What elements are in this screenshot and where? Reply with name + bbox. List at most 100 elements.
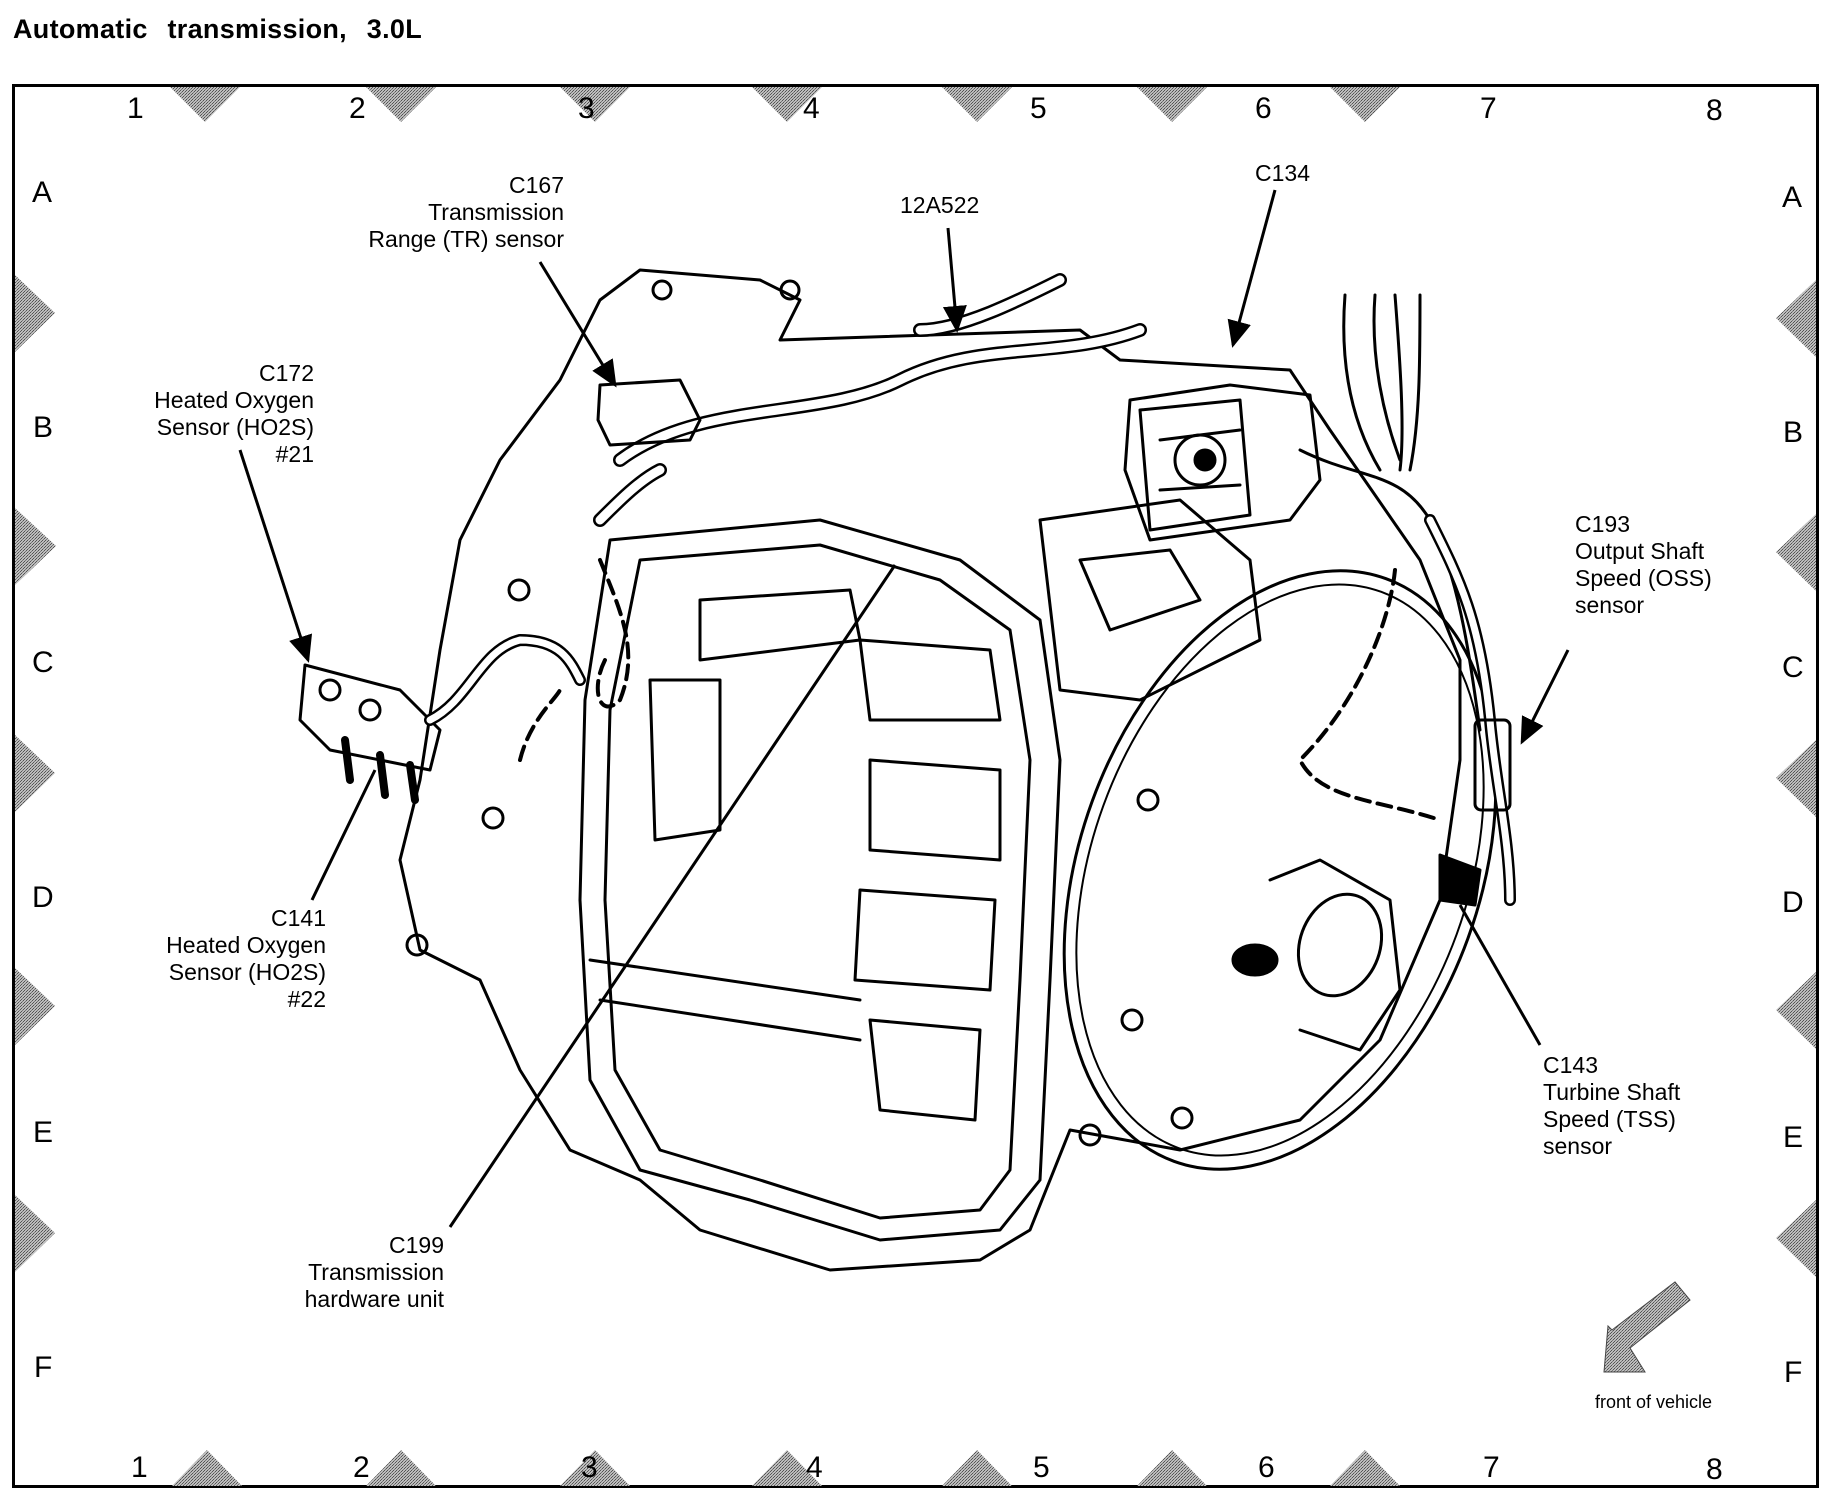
c193-connector (1473, 718, 1512, 812)
grid-marker (1137, 87, 1207, 122)
row-label-left-A: A (32, 176, 53, 209)
column-label-top-3: 3 (578, 92, 595, 125)
callout-c167-line1: Transmission (428, 199, 564, 225)
column-label-top-1: 1 (127, 92, 144, 125)
callout-c172-id: C172 (259, 360, 314, 386)
callout-c143-id: C143 (1543, 1052, 1598, 1078)
column-label-bottom-7: 7 (1483, 1451, 1500, 1484)
callout-c134-id: C134 (1255, 160, 1310, 186)
grid-marker (15, 508, 56, 585)
diagram-frame (12, 84, 1819, 1488)
column-label-bottom-4: 4 (806, 1451, 823, 1484)
grid-marker (942, 87, 1012, 122)
diagram-title: Automatic transmission, 3.0L (13, 14, 422, 44)
leader-c193 (1520, 649, 1570, 745)
column-label-bottom-6: 6 (1258, 1451, 1275, 1484)
callout-c167: C167 Transmission Range (TR) sensor (368, 172, 564, 253)
callout-c199-line2: hardware unit (304, 1286, 444, 1312)
top-grid-markers (170, 87, 1400, 122)
leader-c141 (310, 769, 377, 901)
column-label-bottom-3: 3 (581, 1451, 598, 1484)
callout-c172: C172 Heated Oxygen Sensor (HO2S) #21 (154, 360, 314, 468)
callout-c199-line1: Transmission (308, 1259, 444, 1285)
leader-lines (238, 189, 1570, 1228)
column-label-top-8: 8 (1706, 94, 1723, 127)
grid-marker (752, 87, 822, 122)
grid-marker (1137, 1450, 1207, 1486)
oil-pan-outline (578, 518, 1062, 1242)
callout-c141-id: C141 (271, 905, 326, 931)
grid-marker (1776, 280, 1816, 357)
callout-c134: C134 (1255, 160, 1310, 187)
callout-c143-line3: sensor (1543, 1133, 1613, 1159)
grid-marker (15, 735, 55, 812)
c143-connector (1438, 853, 1482, 907)
grid-marker (942, 1450, 1012, 1486)
callout-c141: C141 Heated Oxygen Sensor (HO2S) #22 (166, 905, 326, 1013)
column-label-top-5: 5 (1030, 92, 1047, 125)
callout-12a522: 12A522 (900, 192, 979, 219)
left-grid-markers (15, 275, 56, 1272)
row-label-left-C: C (32, 646, 54, 679)
grid-marker (172, 1450, 242, 1486)
grid-marker (1776, 514, 1816, 591)
grid-marker (1330, 87, 1400, 122)
c167-connector (596, 378, 702, 447)
grid-marker (366, 87, 436, 122)
row-label-right-B: B (1783, 416, 1804, 449)
row-label-right-E: E (1783, 1121, 1804, 1154)
row-label-left-E: E (33, 1116, 54, 1149)
leader-c167 (538, 261, 617, 388)
callout-c141-line2: Sensor (HO2S) (168, 959, 326, 985)
grid-marker (15, 968, 55, 1045)
row-label-right-A: A (1782, 181, 1803, 214)
grid-marker (1330, 1450, 1400, 1486)
leader-12a522 (942, 227, 967, 333)
column-label-top-6: 6 (1255, 92, 1272, 125)
callout-12a522-id: 12A522 (900, 192, 980, 218)
grid-marker (15, 1195, 55, 1272)
callout-c193-line1: Output Shaft (1575, 538, 1705, 564)
callout-c193-line3: sensor (1575, 592, 1645, 618)
row-label-right-C: C (1782, 651, 1804, 684)
grid-marker (366, 1450, 436, 1486)
transmission-case-outline (398, 268, 1462, 1272)
callout-c172-line1: Heated Oxygen (154, 387, 314, 413)
grid-marker (15, 275, 55, 352)
column-label-top-4: 4 (803, 92, 820, 125)
bottom-grid-markers (172, 1450, 1400, 1486)
row-label-left-F: F (34, 1351, 53, 1384)
callout-c199: C199 Transmission hardware unit (305, 1232, 444, 1313)
column-label-top-2: 2 (349, 92, 366, 125)
grid-marker (560, 1450, 630, 1486)
grid-marker (1776, 972, 1816, 1049)
column-label-bottom-5: 5 (1033, 1451, 1050, 1484)
row-label-left-B: B (33, 411, 54, 444)
leader-c172 (238, 449, 313, 663)
callout-c143: C143 Turbine Shaft Speed (TSS) sensor (1543, 1052, 1680, 1160)
callout-c172-line3: #21 (275, 441, 314, 467)
row-label-right-F: F (1784, 1356, 1803, 1389)
callout-c199-id: C199 (389, 1232, 444, 1258)
callout-c143-line1: Turbine Shaft (1543, 1079, 1681, 1105)
callout-c143-line2: Speed (TSS) (1543, 1106, 1676, 1132)
callout-c167-id: C167 (509, 172, 564, 198)
c134-connector (1123, 383, 1322, 542)
grid-marker (752, 1450, 822, 1486)
row-label-right-D: D (1782, 886, 1804, 919)
leader-c199 (448, 564, 897, 1228)
grid-marker (1776, 740, 1816, 817)
right-grid-markers (1776, 280, 1816, 1277)
column-label-bottom-1: 1 (131, 1451, 148, 1484)
grid-marker (170, 87, 240, 122)
callout-c193-id: C193 (1575, 511, 1630, 537)
ho2s-connectors (298, 634, 586, 804)
callout-c141-line1: Heated Oxygen (166, 932, 326, 958)
leader-c143 (1458, 904, 1542, 1046)
callout-c172-line2: Sensor (HO2S) (156, 414, 314, 440)
callout-c193: C193 Output Shaft Speed (OSS) sensor (1575, 511, 1712, 619)
column-label-bottom-2: 2 (353, 1451, 370, 1484)
callout-c193-line2: Speed (OSS) (1575, 565, 1712, 591)
front-of-vehicle-label: front of vehicle (1595, 1392, 1713, 1412)
